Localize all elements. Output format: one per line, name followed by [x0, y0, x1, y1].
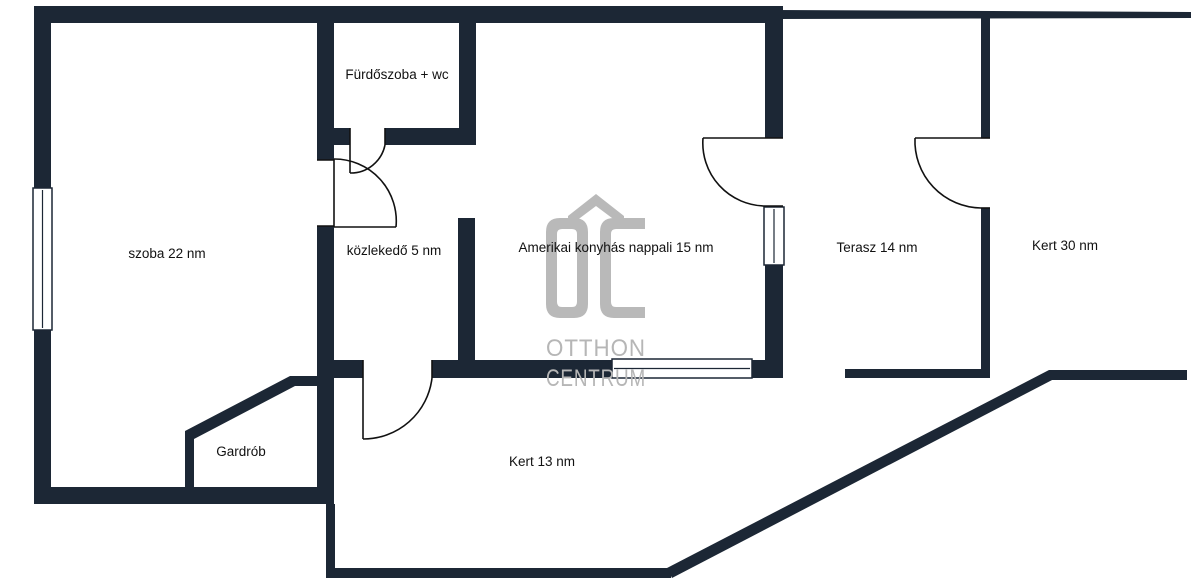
label-kert-30: Kert 30 nm — [1032, 238, 1098, 253]
label-furdoszoba: Fürdőszoba + wc — [345, 67, 448, 82]
walls — [34, 6, 1191, 578]
watermark-line1: OTTHON — [546, 335, 646, 362]
label-szoba: szoba 22 nm — [128, 246, 205, 261]
room-labels: szoba 22 nm Fürdőszoba + wc közlekedő 5 … — [128, 67, 1098, 469]
watermark-c-icon — [600, 218, 645, 318]
wall-top — [34, 6, 776, 23]
wall-terasz-bottom — [845, 369, 990, 378]
wall-kert-right — [1049, 370, 1187, 380]
wall-bottom-left — [34, 487, 334, 504]
windows — [32, 187, 785, 379]
wall-kert-bottom — [326, 568, 671, 578]
label-kert-13: Kert 13 nm — [509, 454, 575, 469]
wall-bathroom-bottom — [317, 128, 476, 145]
door-terasz — [702, 137, 783, 207]
label-kozlekedo: közlekedő 5 nm — [347, 243, 442, 258]
door-kert-30 — [914, 137, 990, 209]
watermark-o-icon — [546, 218, 588, 318]
label-terasz: Terasz 14 nm — [836, 240, 917, 255]
label-gardrob: Gardrób — [216, 444, 266, 459]
door-bathroom — [349, 128, 386, 174]
doors — [317, 128, 990, 440]
door-kozlekedo — [317, 158, 398, 228]
watermark: OTTHON CENTRUM — [546, 194, 646, 392]
label-nappali: Amerikai konyhás nappali 15 nm — [518, 240, 713, 255]
wall-kert-left — [326, 504, 335, 578]
wall-gardrob-diagonal — [185, 376, 330, 439]
wall-interior-2 — [458, 218, 475, 378]
wall-kert-diagonal — [667, 370, 1054, 578]
watermark-line2: CENTRUM — [546, 365, 646, 392]
door-kert — [362, 360, 433, 440]
wall-interior-1-lower — [317, 378, 334, 504]
wall-bathroom-right — [459, 14, 476, 145]
watermark-roof-icon — [568, 194, 624, 227]
wall-gardrob-left — [185, 431, 194, 504]
